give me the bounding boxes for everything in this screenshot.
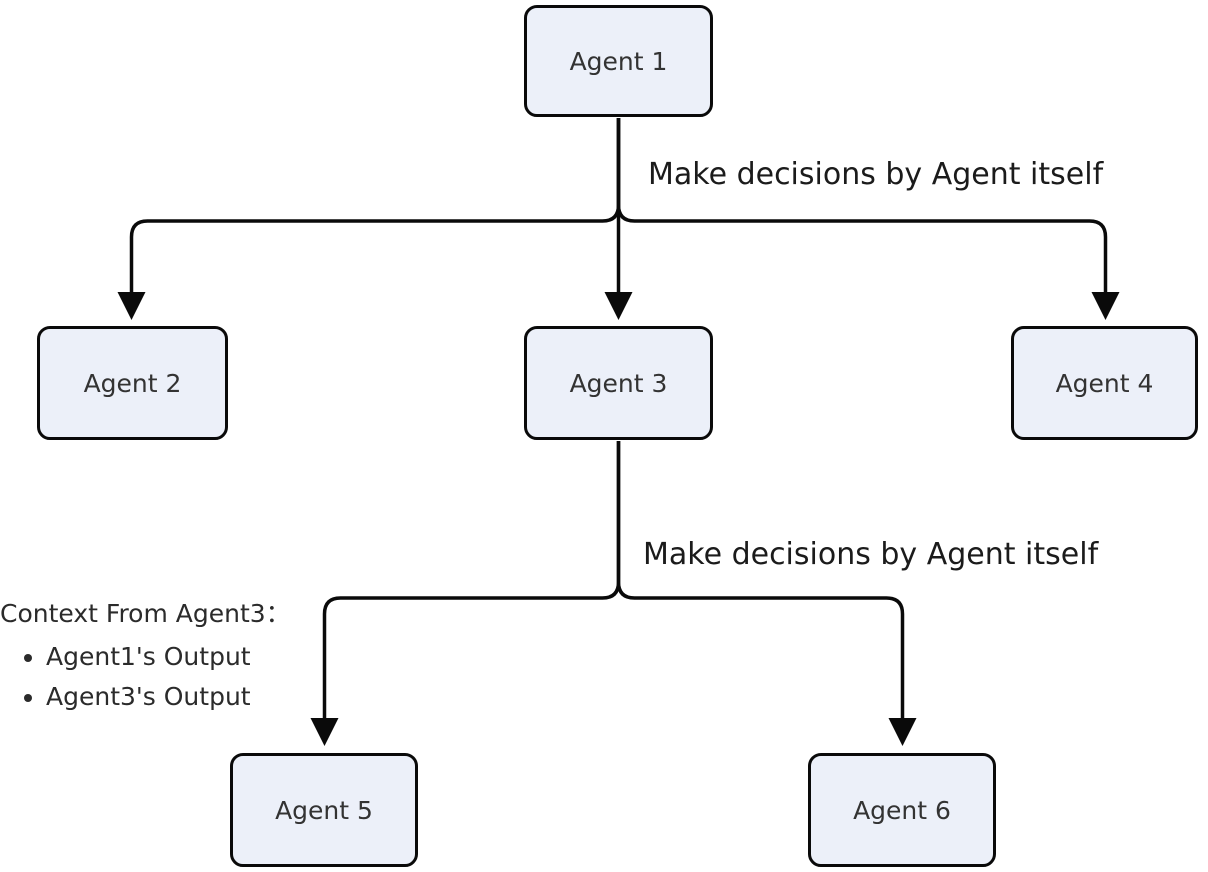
node-agent-4: Agent 4	[1011, 326, 1198, 440]
arrowhead-agent5	[310, 718, 339, 746]
arrowhead-agent4	[1091, 292, 1120, 320]
node-agent-2-label: Agent 2	[83, 368, 182, 398]
edge-agent3-agent6	[616, 441, 905, 722]
node-agent-5: Agent 5	[230, 753, 418, 867]
node-agent-1-label: Agent 1	[569, 46, 668, 76]
edge-label-agent1-branch: Make decisions by Agent itself	[648, 157, 1104, 192]
node-agent-6: Agent 6	[808, 753, 996, 867]
arrowhead-agent3	[604, 292, 633, 320]
context-note-title: Context From Agent3：	[0, 599, 291, 628]
node-agent-3: Agent 3	[524, 326, 713, 440]
arrowhead-agent2	[117, 292, 146, 320]
node-agent-1: Agent 1	[524, 5, 713, 117]
context-note: Context From Agent3： Agent1's Output Age…	[0, 597, 330, 717]
context-note-list: Agent1's Output Agent3's Output	[0, 637, 330, 717]
node-agent-4-label: Agent 4	[1055, 368, 1154, 398]
context-note-item: Agent1's Output	[46, 637, 330, 677]
arrowhead-agent6	[888, 718, 917, 746]
edge-agent1-agent4	[616, 118, 1108, 296]
edge-agent3-agent5	[322, 441, 621, 722]
node-agent-6-label: Agent 6	[853, 795, 951, 825]
edge-agent1-agent2	[129, 118, 621, 296]
node-agent-2: Agent 2	[37, 326, 228, 440]
node-agent-3-label: Agent 3	[569, 368, 668, 398]
edge-label-agent3-branch: Make decisions by Agent itself	[643, 537, 1099, 572]
node-agent-5-label: Agent 5	[275, 795, 373, 825]
context-note-item: Agent3's Output	[46, 677, 330, 717]
